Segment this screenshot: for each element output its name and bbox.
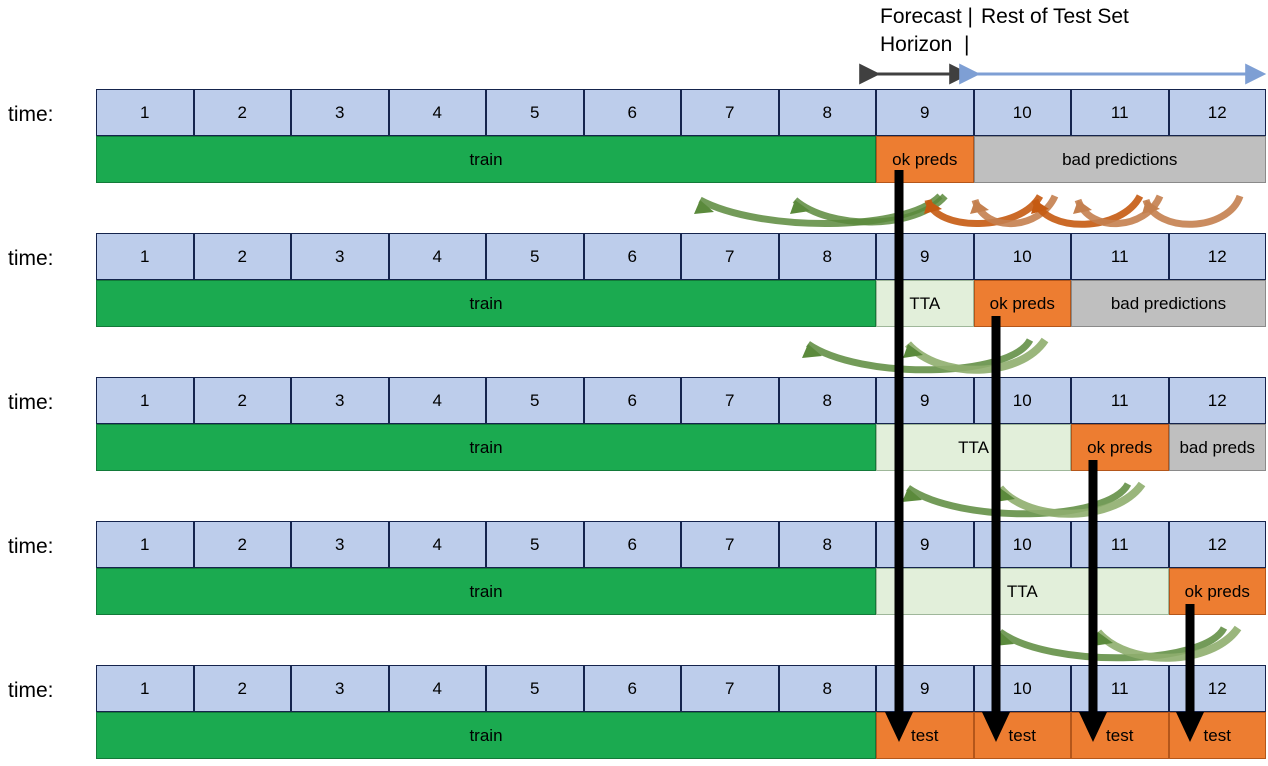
- time-cell: 3: [291, 521, 389, 568]
- time-cell: 7: [681, 665, 779, 712]
- time-cell: 5: [486, 665, 584, 712]
- time-cell: 10: [973, 233, 1071, 280]
- time-cell: 2: [193, 665, 291, 712]
- time-cell: 2: [193, 377, 291, 424]
- time-cell: 1: [96, 89, 194, 136]
- time-cell: 4: [388, 233, 486, 280]
- band-tta: TTA: [876, 280, 974, 327]
- time-cell: 1: [96, 665, 194, 712]
- time-cell: 7: [681, 233, 779, 280]
- time-cell: 8: [778, 233, 876, 280]
- band-ok-preds: ok preds: [876, 136, 974, 183]
- time-cell: 4: [388, 377, 486, 424]
- time-cell: 6: [583, 521, 681, 568]
- time-cell: 10: [973, 89, 1071, 136]
- time-cell: 5: [486, 89, 584, 136]
- band-test-10: test: [973, 712, 1071, 759]
- time-cell: 1: [96, 521, 194, 568]
- time-cell: 12: [1168, 665, 1266, 712]
- time-cell: 7: [681, 89, 779, 136]
- feedback-arrows-row4: [994, 625, 1242, 662]
- time-cell: 12: [1168, 233, 1266, 280]
- band-test-11: test: [1071, 712, 1169, 759]
- band-tta: TTA: [876, 424, 1071, 471]
- time-cell: 5: [486, 377, 584, 424]
- time-cell: 11: [1071, 377, 1169, 424]
- time-cell: 3: [291, 377, 389, 424]
- rest-of-test-set-label: Rest of Test Set: [981, 5, 1129, 28]
- forecast-horizon-label-line1: Forecast |: [880, 5, 973, 28]
- time-cell: 4: [388, 521, 486, 568]
- row-time-label: time:: [8, 391, 54, 414]
- time-cell: 8: [778, 665, 876, 712]
- band-bad-preds: bad predictions: [973, 136, 1266, 183]
- time-cell: 10: [973, 665, 1071, 712]
- band-bad-preds: bad predictions: [1071, 280, 1266, 327]
- time-cell: 2: [193, 521, 291, 568]
- time-cell: 2: [193, 89, 291, 136]
- time-cell: 11: [1071, 89, 1169, 136]
- time-cell: 4: [388, 89, 486, 136]
- time-cell: 1: [96, 377, 194, 424]
- forecast-horizon-label-line2: Horizon |: [880, 33, 970, 56]
- time-cell: 1: [96, 233, 194, 280]
- time-cell: 2: [193, 233, 291, 280]
- band-test-9: test: [876, 712, 974, 759]
- band-ok-preds: ok preds: [973, 280, 1071, 327]
- time-cell: 5: [486, 233, 584, 280]
- feedback-arrows-row3: [902, 481, 1146, 518]
- time-cell: 6: [583, 377, 681, 424]
- feedback-arrows-row1: [694, 193, 1244, 228]
- time-cell: 6: [583, 89, 681, 136]
- time-cell: 6: [583, 665, 681, 712]
- time-cell: 9: [876, 233, 974, 280]
- time-cell: 11: [1071, 665, 1169, 712]
- row-time-label: time:: [8, 247, 54, 270]
- row-time-label: time:: [8, 535, 54, 558]
- band-ok-preds: ok preds: [1168, 568, 1266, 615]
- time-cell: 11: [1071, 521, 1169, 568]
- time-cell: 8: [778, 89, 876, 136]
- time-cell: 12: [1168, 89, 1266, 136]
- time-cell: 9: [876, 89, 974, 136]
- time-cell: 9: [876, 377, 974, 424]
- time-cell: 9: [876, 521, 974, 568]
- band-train: train: [96, 712, 876, 759]
- band-ok-preds: ok preds: [1071, 424, 1169, 471]
- time-cell: 10: [973, 377, 1071, 424]
- band-test-12: test: [1168, 712, 1266, 759]
- time-cell: 4: [388, 665, 486, 712]
- time-cell: 11: [1071, 233, 1169, 280]
- time-cell: 12: [1168, 377, 1266, 424]
- band-tta: TTA: [876, 568, 1169, 615]
- band-train: train: [96, 136, 876, 183]
- feedback-arrows-row2: [802, 337, 1049, 374]
- time-cell: 6: [583, 233, 681, 280]
- time-cell: 3: [291, 665, 389, 712]
- time-cell: 9: [876, 665, 974, 712]
- row-time-label: time:: [8, 679, 54, 702]
- time-cell: 3: [291, 233, 389, 280]
- time-cell: 3: [291, 89, 389, 136]
- band-train: train: [96, 568, 876, 615]
- time-cell: 10: [973, 521, 1071, 568]
- time-cell: 5: [486, 521, 584, 568]
- time-cell: 8: [778, 377, 876, 424]
- time-cell: 7: [681, 377, 779, 424]
- band-train: train: [96, 280, 876, 327]
- time-cell: 12: [1168, 521, 1266, 568]
- band-train: train: [96, 424, 876, 471]
- row-time-label: time:: [8, 103, 54, 126]
- band-bad-preds: bad preds: [1168, 424, 1266, 471]
- time-cell: 7: [681, 521, 779, 568]
- time-cell: 8: [778, 521, 876, 568]
